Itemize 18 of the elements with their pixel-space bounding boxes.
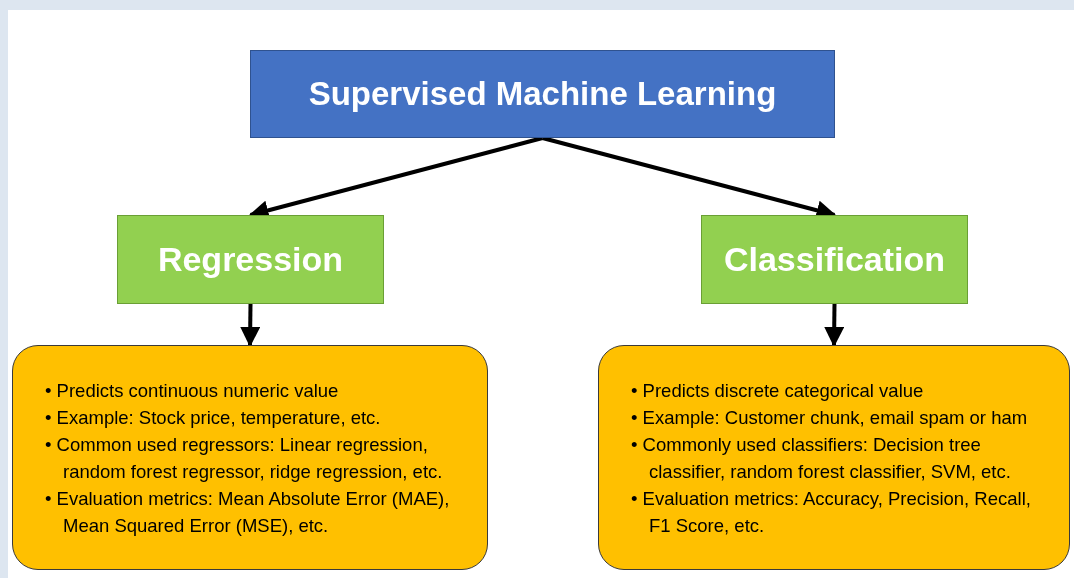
heading: Supervised Machine Learning	[308, 75, 777, 113]
bullet-text: • Example: Customer chunk, email spam or ham	[631, 405, 1029, 430]
bullet-text: • Example: Stock price, temperature, etc.	[45, 405, 382, 430]
rounded-box	[12, 345, 488, 570]
heading: Regression	[157, 240, 344, 279]
process-box	[250, 50, 835, 138]
process-box	[701, 215, 968, 304]
bullet-text: • Predicts discrete categorical value	[631, 378, 925, 403]
bullet-text: • Common used regressors: Linear regression, random forest regressor, ridge regression, etc.	[45, 432, 444, 484]
arrow	[824, 303, 845, 347]
rounded-box	[598, 345, 1070, 570]
bullet-text: • Predicts continuous numeric value	[45, 378, 340, 403]
heading: Classification	[723, 240, 946, 279]
bullet-text: • Evaluation metrics: Accuracy, Precision, Recall, F1 Score, etc.	[631, 486, 1032, 538]
bullet-text: • Evaluation metrics: Mean Absolute Error (MAE), Mean Squared Error (MSE), etc.	[45, 486, 451, 538]
process-box	[117, 215, 384, 304]
bullet-text: • Commonly used classifiers: Decision tree classifier, random forest classifier, SVM, etc.	[631, 432, 1012, 484]
arrow	[240, 303, 261, 347]
